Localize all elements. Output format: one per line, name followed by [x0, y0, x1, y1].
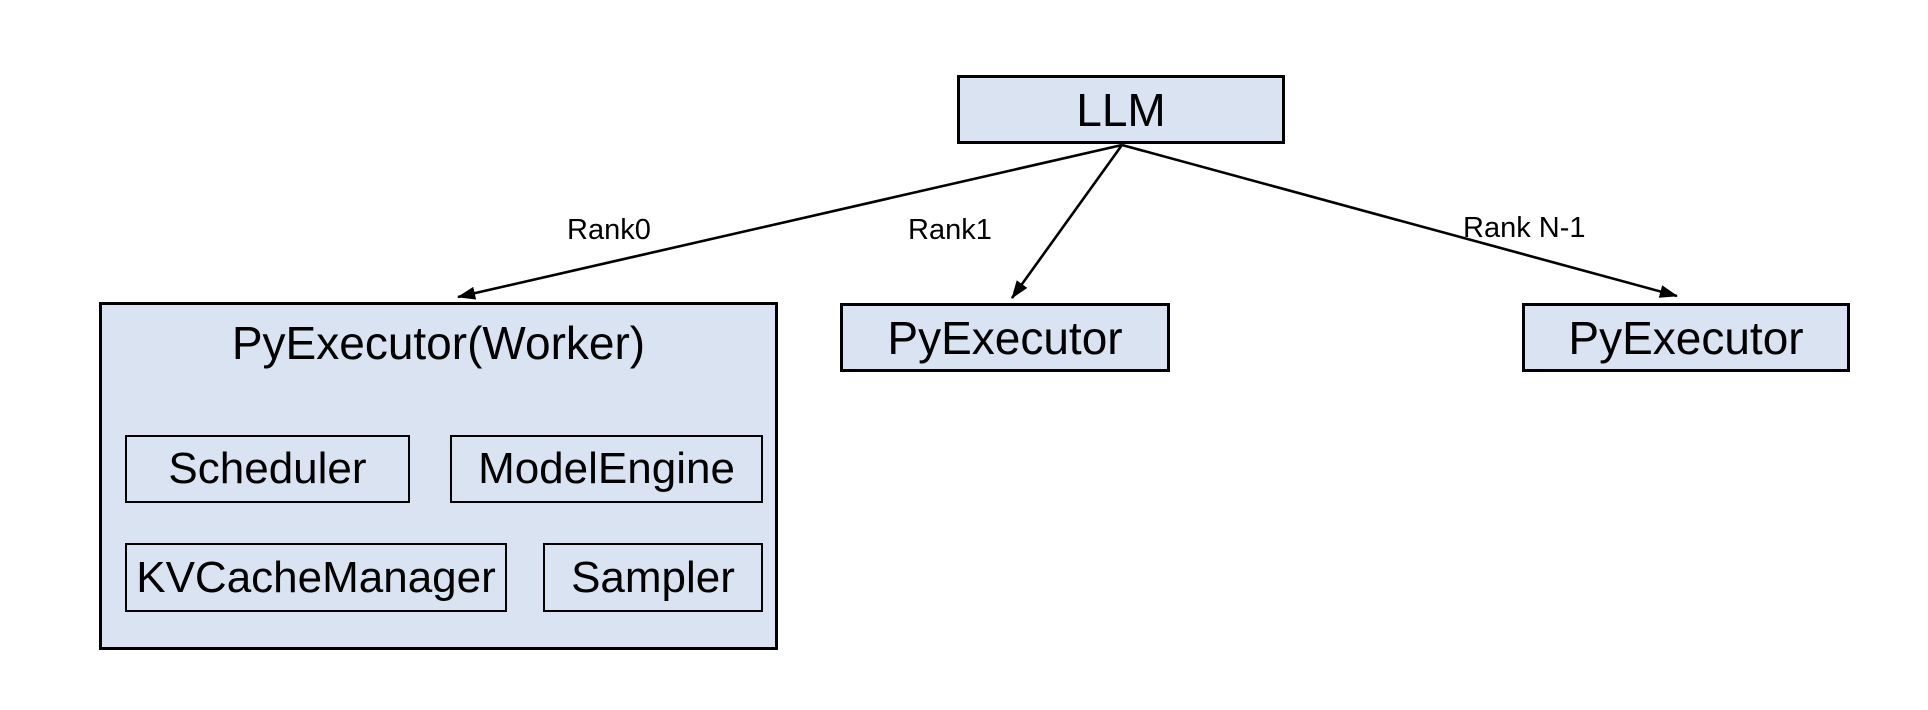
edge-rank0 [456, 143, 1123, 300]
node-pyexecutor-worker-title: PyExecutor(Worker) [231, 317, 646, 369]
edge-label-rank1: Rank1 [908, 214, 992, 246]
node-sampler: Sampler [543, 543, 763, 612]
edge-rank-n-1 [1121, 143, 1679, 298]
edge-label-rank0: Rank0 [567, 214, 651, 246]
edge-rank1 [1010, 144, 1124, 299]
node-pyexecutor-rank-n-1: PyExecutor [1522, 303, 1850, 372]
node-pyexecutor-worker: PyExecutor(Worker) Scheduler ModelEngine… [99, 302, 778, 650]
node-scheduler: Scheduler [125, 435, 410, 503]
edge-label-rank-n-1: Rank N-1 [1463, 212, 1586, 244]
node-llm: LLM [957, 75, 1285, 144]
node-modelengine: ModelEngine [450, 435, 763, 503]
node-kvcachemanager: KVCacheManager [125, 543, 507, 612]
node-pyexecutor-rank1: PyExecutor [840, 303, 1170, 372]
node-llm-label: LLM [1076, 83, 1166, 136]
